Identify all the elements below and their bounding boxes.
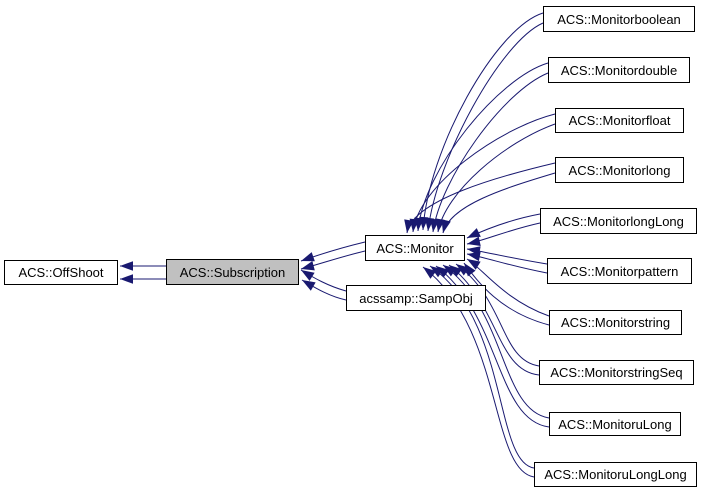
arrowhead-icon xyxy=(467,251,481,262)
arrowhead-icon xyxy=(441,219,451,233)
arrowhead-icon xyxy=(301,270,315,281)
class-node-monitordouble[interactable]: ACS::Monitordouble xyxy=(548,57,690,83)
class-node-sampobj[interactable]: acssamp::SampObj xyxy=(346,285,486,311)
inheritance-edge-monitorstringseq-to-monitor xyxy=(448,264,540,376)
class-node-monitorulong[interactable]: ACS::MonitoruLong xyxy=(549,412,681,436)
class-node-subscription: ACS::Subscription xyxy=(166,259,299,285)
class-node-monitor[interactable]: ACS::Monitor xyxy=(365,235,465,261)
arrowhead-icon xyxy=(423,267,437,279)
arrowhead-icon xyxy=(443,265,457,277)
arrowhead-icon xyxy=(301,261,315,271)
class-node-offshoot[interactable]: ACS::OffShoot xyxy=(4,260,118,285)
arrowhead-icon xyxy=(467,259,481,270)
class-node-monitorlong[interactable]: ACS::Monitorlong xyxy=(555,157,684,183)
inheritance-edge-monitorboolean-to-monitor xyxy=(427,22,544,232)
class-node-monitorstring[interactable]: ACS::Monitorstring xyxy=(549,310,682,335)
arrowhead-icon xyxy=(404,219,414,233)
arrowhead-icon xyxy=(120,274,133,284)
arrowhead-icon xyxy=(467,236,481,247)
arrowhead-icon xyxy=(456,264,470,276)
class-node-monitorfloat[interactable]: ACS::Monitorfloat xyxy=(555,108,684,133)
inheritance-edge-monitorfloat-to-monitor xyxy=(437,123,556,233)
inheritance-edge-monitorstringseq-to-monitor xyxy=(455,263,540,367)
class-node-monitorstringseq[interactable]: ACS::MonitorstringSeq xyxy=(539,360,694,385)
inheritance-edge-monitorulong-to-monitor xyxy=(442,264,550,419)
inheritance-edge-monitordouble-to-monitor xyxy=(432,72,549,233)
arrowhead-icon xyxy=(430,266,444,278)
arrowhead-icon xyxy=(302,280,316,291)
inheritance-edge-monitordouble-to-monitor xyxy=(417,62,549,232)
inheritance-edge-monitorlong-to-monitor xyxy=(442,172,556,234)
class-node-monitorboolean[interactable]: ACS::Monitorboolean xyxy=(543,6,695,32)
inheritance-edge-monitorboolean-to-monitor xyxy=(422,12,544,231)
arrowhead-icon xyxy=(467,228,481,238)
class-node-monitorpattern[interactable]: ACS::Monitorpattern xyxy=(547,258,692,284)
inheritance-edge-monitorfloat-to-monitor xyxy=(412,113,556,233)
class-node-monitorlonglong[interactable]: ACS::MonitorlongLong xyxy=(540,208,697,234)
arrowhead-icon xyxy=(120,261,133,271)
arrowhead-icon xyxy=(301,252,315,262)
class-node-monitorulonglong[interactable]: ACS::MonitoruLongLong xyxy=(534,462,697,487)
